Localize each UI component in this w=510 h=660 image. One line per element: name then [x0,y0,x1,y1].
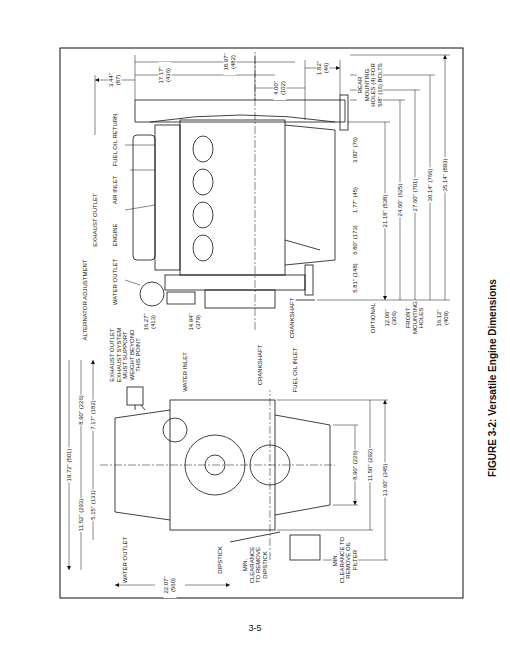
dimension-label: DIPSTICK [217,545,224,575]
dimension-label: REAR MOUNTING HOLES (4) FOR 5/8" (16) BO… [357,61,383,109]
dimension-label: 1.82" (46) [316,56,329,80]
dimension-label: FUEL OIL INLET [292,347,299,394]
dimension-label: WATER INLET [182,351,189,393]
dimension-label: 16.12" (409) [436,303,449,333]
dimension-label: WATER OUTLET [112,258,119,306]
dimension-label: 19.72" (501) [66,448,73,483]
dimension-label: 8.90" (226) [352,449,359,480]
dimension-label: ENGINE [112,222,119,247]
dimension-label: 14.94" (379) [188,309,201,335]
dimension-label: 30.14" (766) [427,168,434,203]
dimension-label: OPTIONAL [370,302,377,334]
dimension-label: 16.27" (413) [143,309,156,335]
dimension-label: CRANKSHAFT [257,344,264,387]
dimension-label: 6.80" (173) [352,224,359,255]
dimension-label: EXHAUST OUTLET EXHAUST SYSTEM MUST SUPPO… [109,326,142,384]
dimension-label: 17.17" (436) [158,62,171,88]
dimension-label: 21.18" (538) [382,194,389,229]
dimension-label: 4.00" (102) [273,76,286,100]
dimension-label: 11.52" (293) [78,498,85,532]
dimension-label: 7.17" (182) [90,399,97,430]
dimension-label: FUEL OIL RETURN [112,113,119,168]
dimension-label: 5.15" (131) [90,489,97,520]
dimension-label: 8.90" (226) [78,394,85,425]
dimension-label: 18.97" (482) [223,49,236,75]
dimension-label: 12.06" (306) [384,303,397,333]
dimension-label: 1.77" (45) [352,186,359,214]
dimension-label: 5.81" (148) [352,262,359,293]
dimension-label: MIN. CLEARANCE TO REMOVE OIL FILTER [332,534,358,586]
figure-caption: FIGURE 3-2: Versatile Engine Dimensions [487,279,498,477]
dimension-label: EXHAUST OUTLET [92,192,99,248]
dimension-label: 24.60" (625) [397,183,404,218]
dimension-label: 13.60" (345) [382,463,389,498]
dimension-label: 22.07" (560) [163,572,176,598]
dimension-label: 3.00" (76) [352,136,359,164]
dimension-label: ALTERNATOR ADJUSTMENT [82,258,89,341]
dimension-label: AIR INLET [112,175,119,206]
dimension-label: WATER OUTLET [122,536,129,584]
dimension-label: 11.50" (292) [367,448,374,482]
dimension-label: FRONT MOUNTING HOLES [405,301,425,335]
page-number: 3-5 [248,623,261,633]
dimension-label: MIN. CLEARANCE TO REMOVE DIPSTICK [242,541,268,589]
dimension-label: 3.44" (87) [108,67,121,93]
dimension-label: 35.14" (893) [442,158,449,193]
dimension-label: CRANKSHAFT [289,297,296,340]
rotated-sheet: 3.44" (87) 18.97" (482) 17.17" (436) 4.00" … [55,40,505,600]
dimension-label: 27.60" (701) [412,178,419,213]
